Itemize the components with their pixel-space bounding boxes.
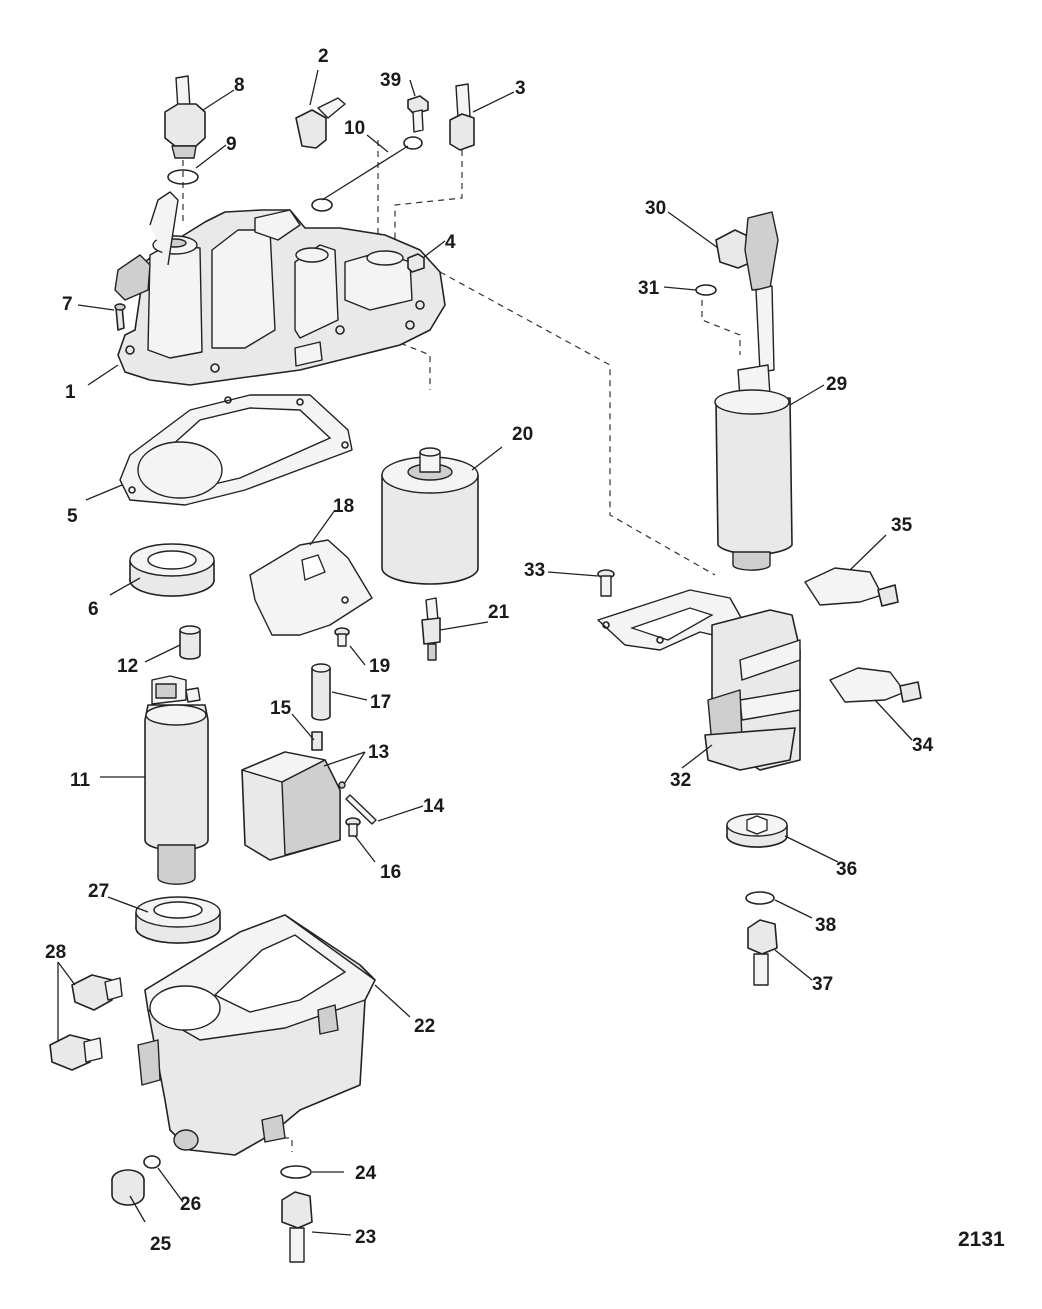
part-22-fuel-bowl xyxy=(137,914,376,1156)
callout-30: 30 xyxy=(645,198,666,219)
part-19-screw xyxy=(334,627,350,647)
callout-19: 19 xyxy=(369,656,390,677)
callout-8: 8 xyxy=(234,75,245,96)
callout-11: 11 xyxy=(70,770,91,791)
part-6-seal xyxy=(129,543,215,597)
callout-33: 33 xyxy=(524,560,545,581)
part-37-fitting xyxy=(747,919,778,986)
leader-lines xyxy=(57,69,913,1236)
part-27-pump-support xyxy=(135,896,221,944)
callout-13: 13 xyxy=(368,742,389,763)
callout-16: 16 xyxy=(380,862,401,883)
callout-3: 3 xyxy=(515,78,526,99)
callout-23: 23 xyxy=(355,1227,376,1248)
part-2-elbow-fitting xyxy=(295,97,346,149)
callout-21: 21 xyxy=(488,602,510,623)
part-3-fitting xyxy=(449,83,475,151)
callout-29: 29 xyxy=(826,374,847,395)
part-28-elbow-fittings xyxy=(49,974,123,1071)
part-18-bracket xyxy=(249,539,373,636)
part-17-valve xyxy=(311,663,331,721)
callout-9: 9 xyxy=(226,134,237,155)
callout-14: 14 xyxy=(423,796,445,817)
part-8-fitting xyxy=(164,75,206,159)
callout-39: 39 xyxy=(380,70,401,91)
part-15-pin xyxy=(311,731,323,751)
callout-38: 38 xyxy=(815,915,836,936)
part-24-o-ring xyxy=(280,1165,312,1179)
callout-2: 2 xyxy=(318,46,329,67)
callout-31: 31 xyxy=(638,278,660,299)
part-32-pump-bracket xyxy=(597,589,801,771)
part-33-bolt xyxy=(597,569,615,597)
callout-37: 37 xyxy=(812,974,833,995)
callout-7: 7 xyxy=(62,294,73,315)
part-21-sensor xyxy=(421,597,441,661)
float-cover-assembly xyxy=(241,751,341,861)
callout-34: 34 xyxy=(912,735,934,756)
part-12-spacer xyxy=(179,625,201,660)
callout-35: 35 xyxy=(891,515,913,536)
part-10-ground-strap xyxy=(311,136,423,212)
part-9-o-ring xyxy=(167,169,199,185)
part-11-fuel-pump xyxy=(144,675,209,885)
part-36-plug xyxy=(726,813,788,848)
callout-28: 28 xyxy=(45,942,66,963)
callout-5: 5 xyxy=(67,506,78,527)
callout-17: 17 xyxy=(370,692,391,713)
callout-32: 32 xyxy=(670,770,691,791)
callout-10: 10 xyxy=(344,118,365,139)
part-14-pin xyxy=(345,794,377,825)
part-35-clamp xyxy=(804,567,899,607)
part-34-clamp xyxy=(829,667,922,703)
part-38-o-ring xyxy=(745,891,775,905)
part-29-fuel-pump xyxy=(714,211,793,571)
part-4-plug xyxy=(407,253,425,273)
callout-27: 27 xyxy=(88,881,109,902)
callout-36: 36 xyxy=(836,859,857,880)
part-20-fuel-filter xyxy=(381,447,479,585)
callout-15: 15 xyxy=(270,698,292,719)
part-23-fitting xyxy=(281,1191,313,1263)
callout-24: 24 xyxy=(355,1163,377,1184)
callout-6: 6 xyxy=(88,599,99,620)
callout-4: 4 xyxy=(445,232,456,253)
assembly-dashed-lines xyxy=(182,140,741,1152)
callout-labels: 1 2 3 4 5 6 7 8 9 10 11 12 13 14 15 16 1… xyxy=(45,46,1005,1255)
part-26-o-ring xyxy=(143,1155,161,1169)
callout-12: 12 xyxy=(117,656,138,677)
part-39-bolt xyxy=(407,95,429,133)
part-1-cover-assembly xyxy=(114,191,446,386)
callout-20: 20 xyxy=(512,424,533,445)
callout-25: 25 xyxy=(150,1234,172,1255)
callout-26: 26 xyxy=(180,1194,201,1215)
figure-number: 2131 xyxy=(958,1228,1005,1251)
callout-18: 18 xyxy=(333,496,354,517)
part-31-o-ring xyxy=(695,284,717,296)
part-7-screw xyxy=(114,303,126,331)
part-25-drain-plug xyxy=(111,1169,145,1206)
part-5-gasket xyxy=(119,394,353,506)
part-16-screw xyxy=(345,817,361,837)
callout-1: 1 xyxy=(65,382,76,403)
callout-22: 22 xyxy=(414,1016,435,1037)
